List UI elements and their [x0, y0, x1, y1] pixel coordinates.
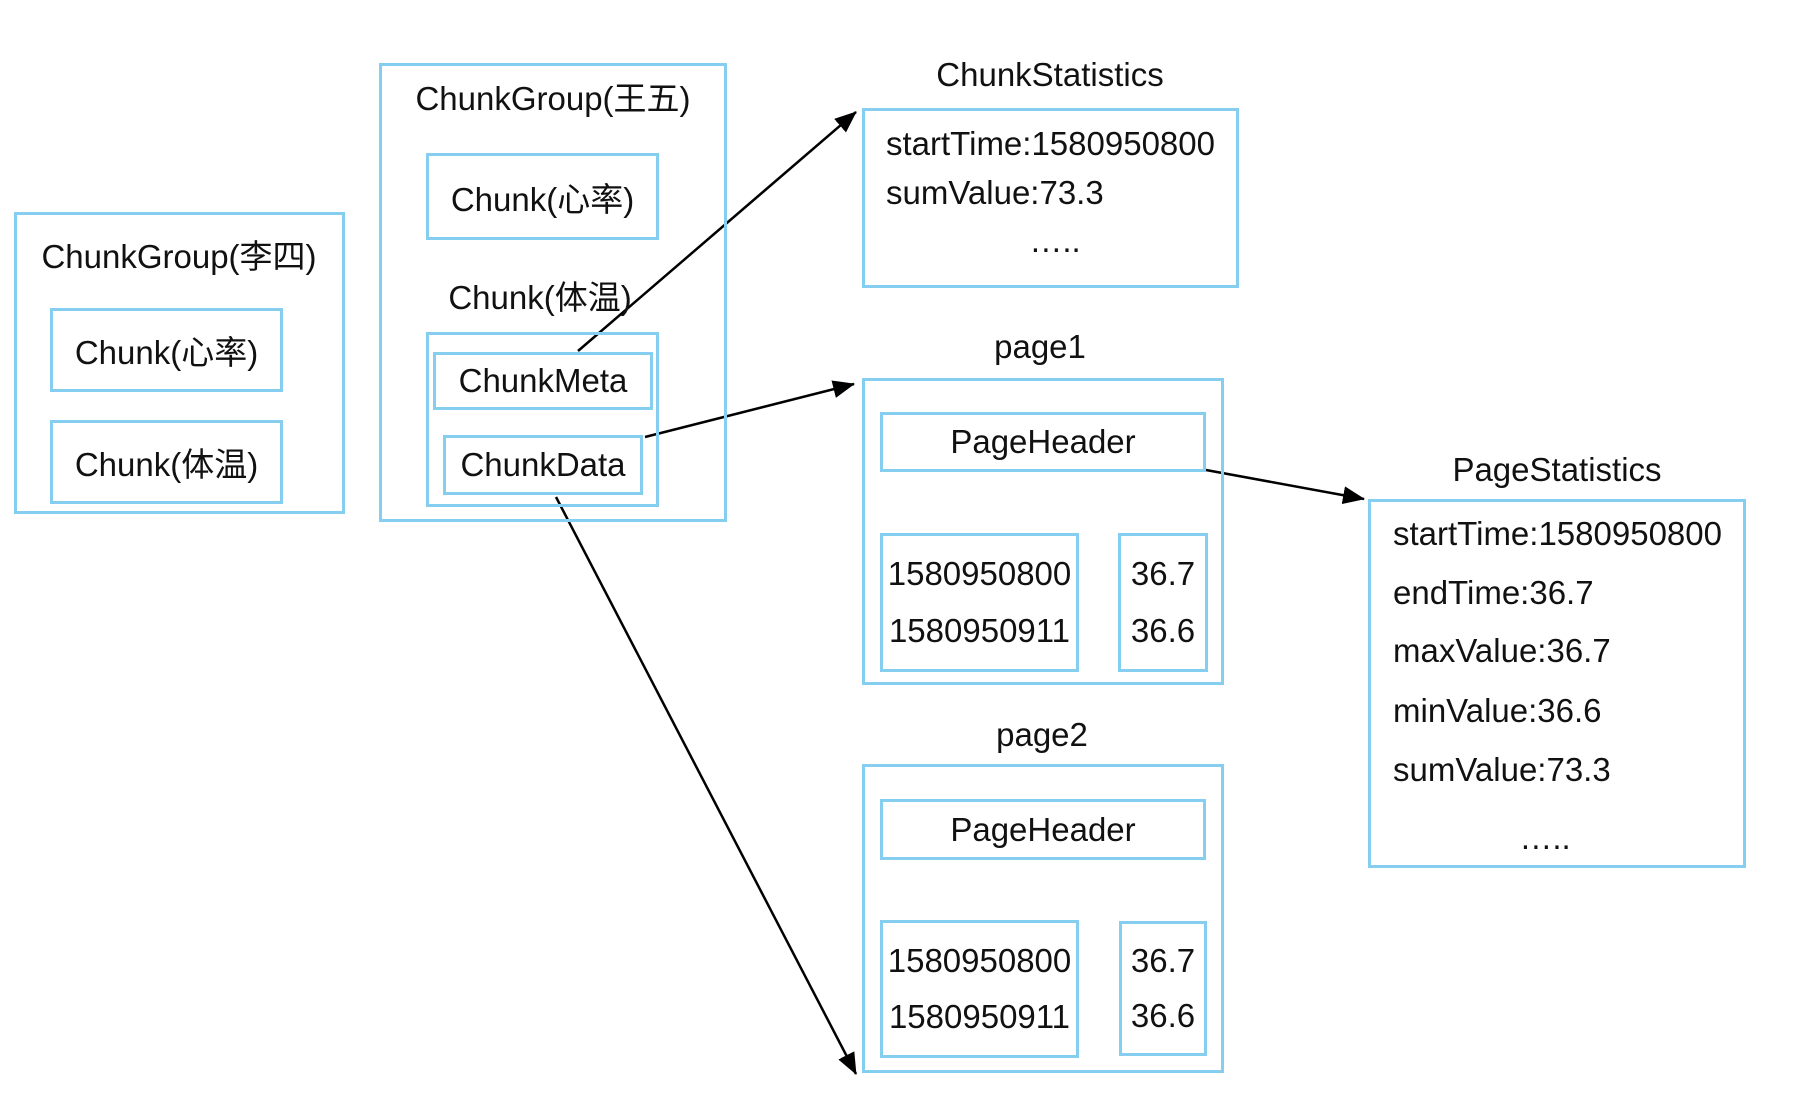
chunkgroup-lisi-title: ChunkGroup(李四) [41, 237, 317, 275]
page1-box [862, 378, 1224, 685]
pagestatistics-minvalue: minValue:36.6 [1393, 692, 1602, 729]
chunkgroup-wangwu-title: ChunkGroup(王五) [415, 79, 691, 117]
arrow-chunkdata-to-page2 [554, 496, 858, 1075]
page1-title: page1 [994, 327, 1086, 365]
arrow-pageheader-to-pagestatistics [1205, 468, 1365, 505]
timestamp-value: 1580950800 [887, 941, 1072, 979]
page1-pageheader-box: PageHeader [880, 412, 1206, 472]
pagestatistics-sumvalue: sumValue:73.3 [1393, 751, 1611, 788]
chunkdata-label: ChunkData [460, 446, 626, 483]
measurement-value: 36.6 [1130, 612, 1196, 649]
pagestatistics-box [1368, 499, 1746, 868]
page1-values-box: 36.7 36.6 [1118, 533, 1208, 672]
chunkstatistics-starttime: startTime:1580950800 [886, 125, 1215, 162]
pagestatistics-endtime: endTime:36.7 [1393, 574, 1594, 611]
pageheader-label: PageHeader [950, 423, 1136, 460]
timestamp-value: 1580950911 [888, 612, 1071, 649]
chunkgroup-lisi-box [14, 212, 345, 514]
page1-timestamps-box: 1580950800 1580950911 [880, 533, 1079, 672]
page2-title: page2 [996, 715, 1088, 753]
chunk-temperature-box-wangwu [426, 332, 659, 507]
measurement-value: 36.7 [1130, 555, 1196, 592]
page2-timestamps-box: 1580950800 1580950911 [880, 920, 1079, 1058]
chunk-heartrate-label: Chunk(心率) [450, 180, 635, 218]
chunkstatistics-title: ChunkStatistics [936, 55, 1164, 93]
pagestatistics-starttime: startTime:1580950800 [1393, 515, 1722, 552]
chunk-heartrate-label: Chunk(心率) [74, 334, 259, 371]
chunk-temperature-box-lisi: Chunk(体温) [50, 420, 283, 504]
page2-box [862, 764, 1224, 1073]
timestamp-value: 1580950911 [888, 998, 1071, 1036]
chunkstatistics-ellipsis: ….. [1029, 222, 1081, 259]
chunk-heartrate-box-lisi: Chunk(心率) [50, 308, 283, 392]
chunk-temperature-title: Chunk(体温) [448, 278, 632, 316]
measurement-value: 36.6 [1130, 997, 1196, 1035]
chunk-heartrate-box-wangwu: Chunk(心率) [426, 153, 659, 240]
timestamp-value: 1580950800 [887, 555, 1072, 592]
chunkmeta-box: ChunkMeta [433, 352, 653, 410]
page2-values-box: 36.7 36.6 [1119, 921, 1207, 1056]
chunkdata-box: ChunkData [443, 435, 643, 495]
chunk-temperature-label: Chunk(体温) [74, 446, 259, 483]
measurement-value: 36.7 [1130, 941, 1196, 979]
pagestatistics-maxvalue: maxValue:36.7 [1393, 632, 1611, 669]
chunkstatistics-box [862, 108, 1239, 288]
chunkmeta-label: ChunkMeta [458, 362, 628, 399]
chunkgroup-wangwu-box [379, 63, 727, 522]
page2-pageheader-box: PageHeader [880, 799, 1206, 860]
pagestatistics-ellipsis: ….. [1519, 819, 1571, 856]
chunkstatistics-sumvalue: sumValue:73.3 [886, 174, 1104, 211]
pagestatistics-title: PageStatistics [1452, 450, 1662, 488]
pageheader-label: PageHeader [950, 810, 1136, 848]
